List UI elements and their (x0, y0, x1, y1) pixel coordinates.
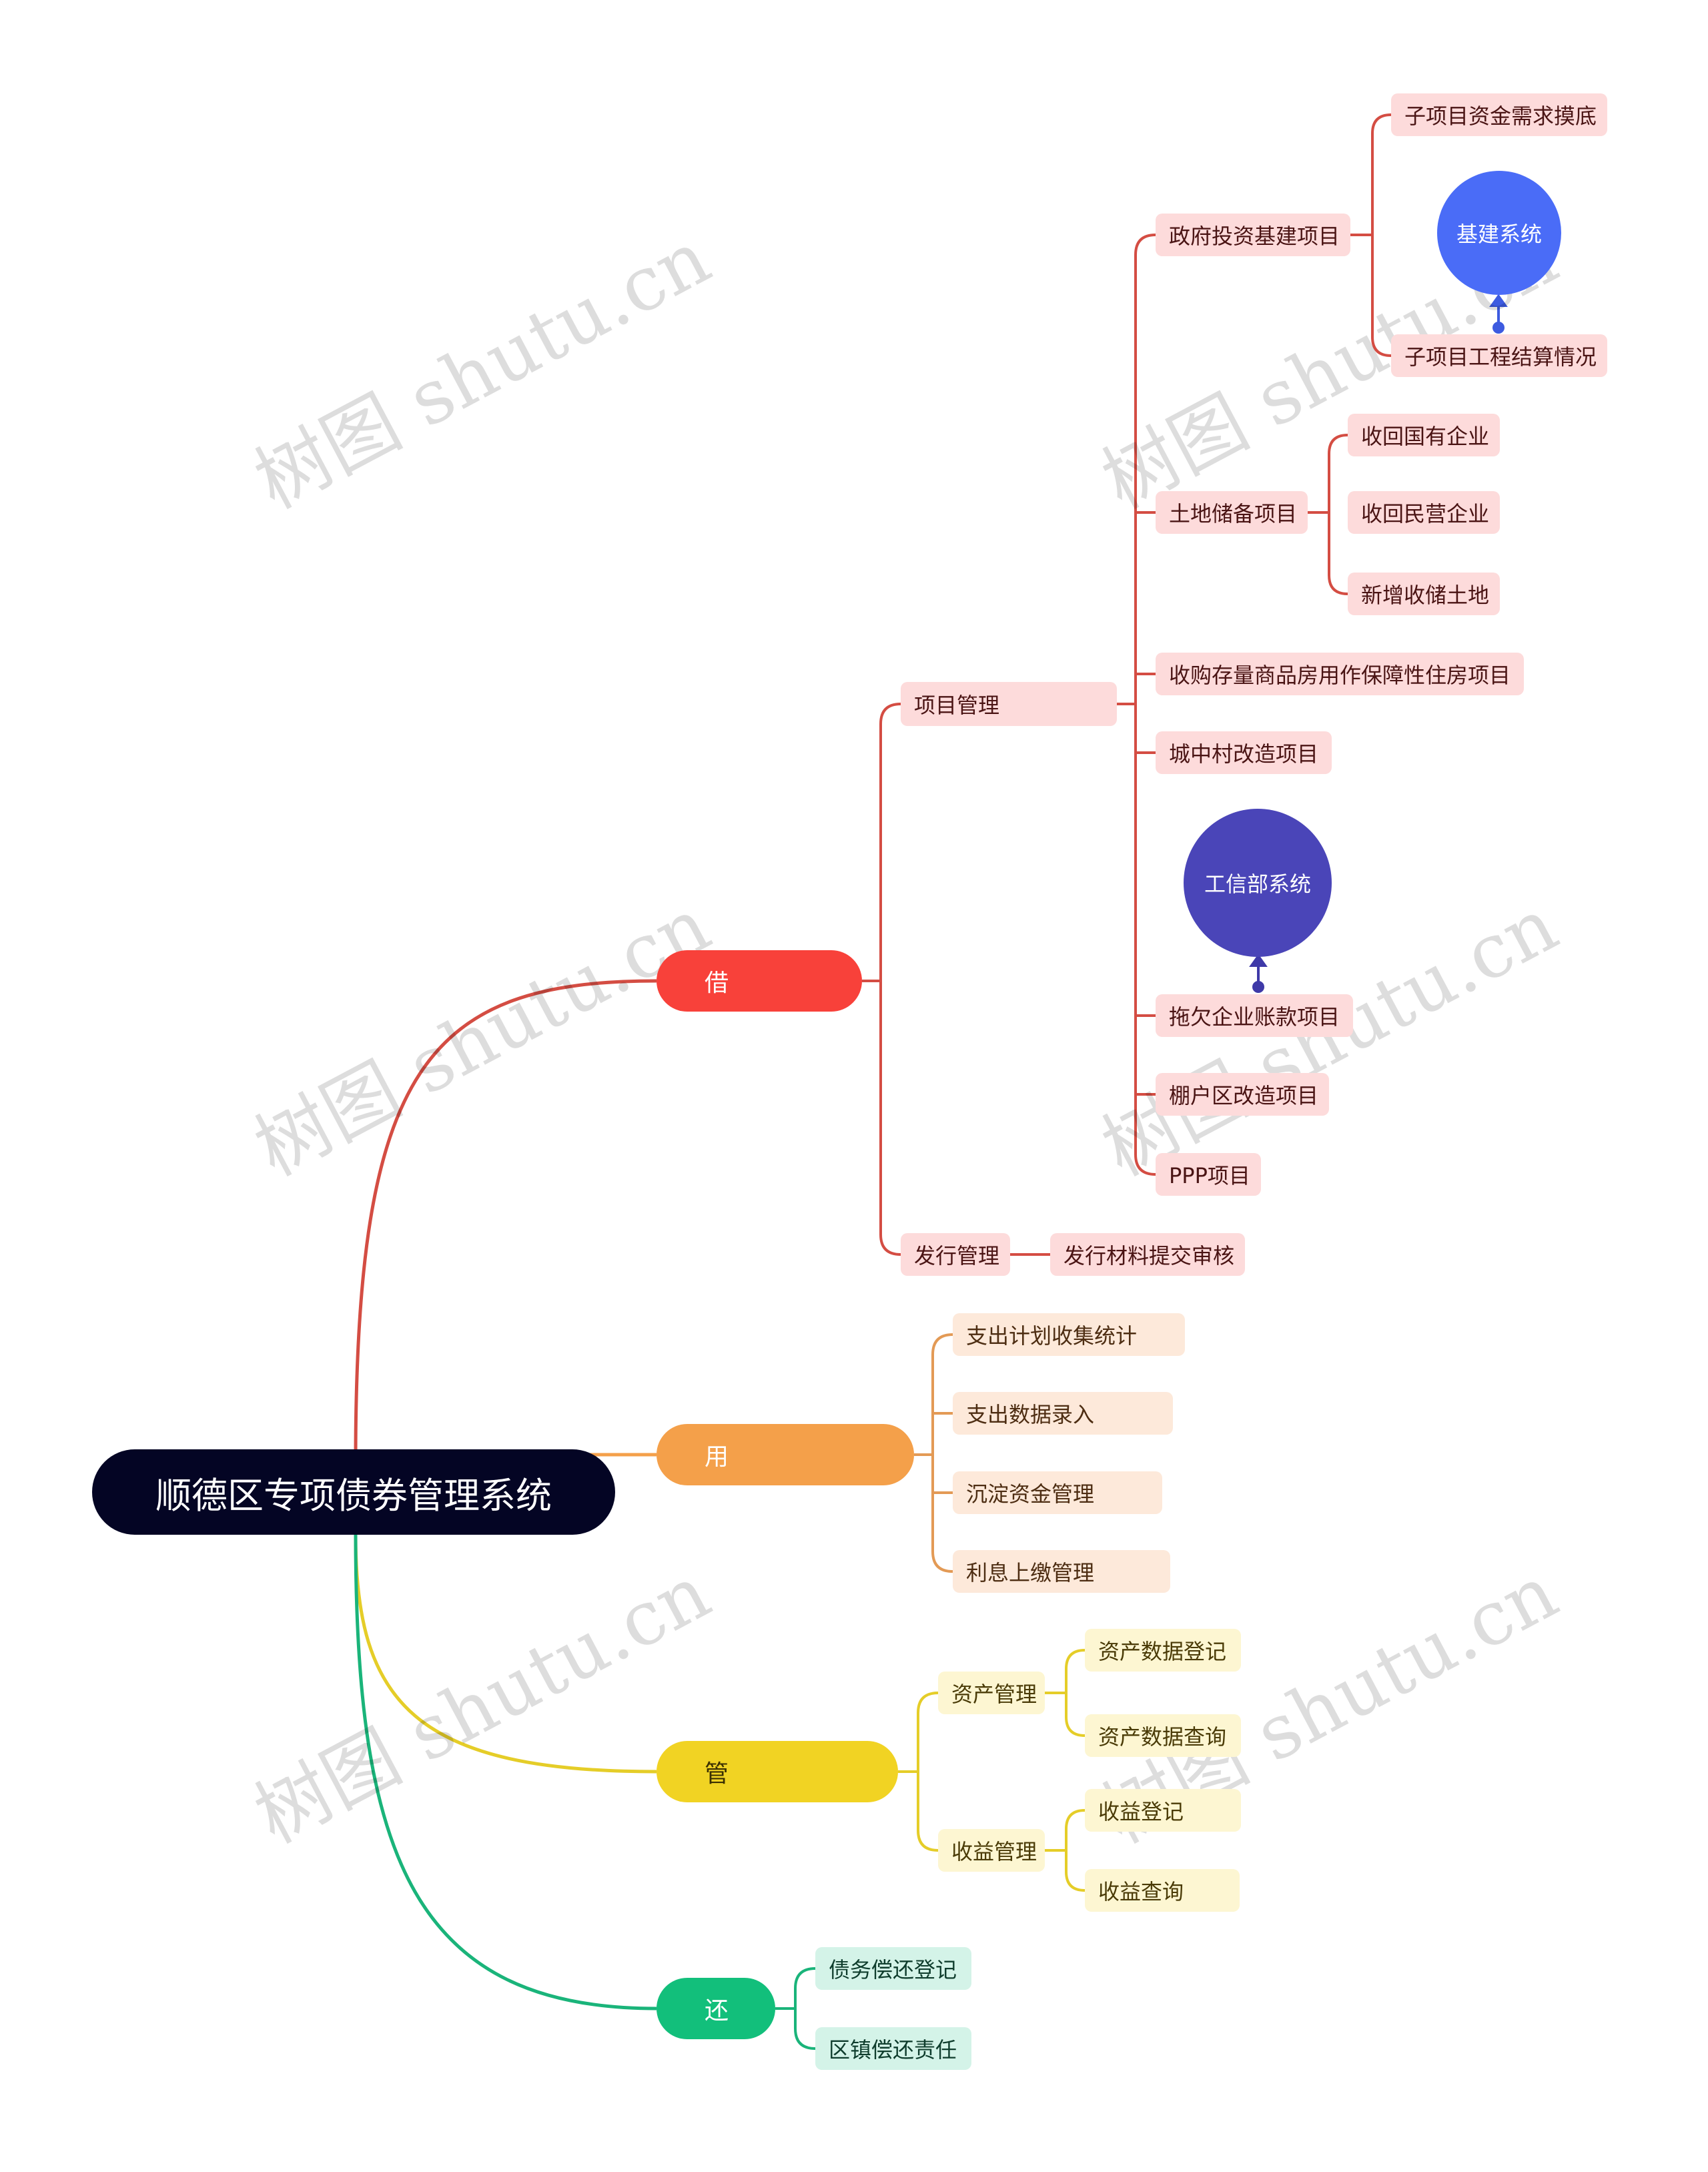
node-sub-settle[interactable]: 子项目工程结算情况 (1391, 334, 1607, 377)
branch-huan[interactable]: 还 (657, 1978, 775, 2039)
node-income-register[interactable]: 收益登记 (1085, 1789, 1241, 1832)
node-asset-register[interactable]: 资产数据登记 (1085, 1629, 1241, 1672)
node-debt-register[interactable]: 债务偿还登记 (815, 1947, 971, 1990)
node-asset-mgmt[interactable]: 资产管理 (938, 1672, 1045, 1714)
node-income-query[interactable]: 收益查询 (1085, 1869, 1240, 1912)
node-plan-stats[interactable]: 支出计划收集统计 (953, 1313, 1185, 1356)
node-interest[interactable]: 利息上缴管理 (953, 1550, 1170, 1593)
node-data-entry[interactable]: 支出数据录入 (953, 1392, 1173, 1435)
node-village[interactable]: 城中村改造项目 (1156, 731, 1332, 774)
node-district-duty[interactable]: 区镇偿还责任 (815, 2027, 971, 2070)
node-income-mgmt[interactable]: 收益管理 (938, 1829, 1045, 1872)
branch-jie[interactable]: 借 (657, 950, 862, 1012)
branch-guan[interactable]: 管 (657, 1741, 898, 1802)
miit-system-circle[interactable]: 工信部系统 (1184, 809, 1332, 957)
node-reclaim-state[interactable]: 收回国有企业 (1348, 414, 1500, 456)
jijian-system-circle[interactable]: 基建系统 (1437, 171, 1561, 295)
node-gov-invest[interactable]: 政府投资基建项目 (1156, 214, 1350, 256)
root-topic[interactable]: 顺德区专项债券管理系统 (92, 1449, 615, 1535)
node-issue-review[interactable]: 发行材料提交审核 (1050, 1233, 1245, 1276)
node-ppp[interactable]: PPP项目 (1156, 1153, 1261, 1196)
node-housing[interactable]: 收购存量商品房用作保障性住房项目 (1156, 653, 1524, 695)
node-new-land[interactable]: 新增收储土地 (1348, 573, 1500, 615)
branch-yong[interactable]: 用 (657, 1424, 914, 1485)
node-idle-funds[interactable]: 沉淀资金管理 (953, 1471, 1162, 1514)
node-sub-demand[interactable]: 子项目资金需求摸底 (1391, 93, 1607, 136)
node-project-mgmt[interactable]: 项目管理 (901, 682, 1117, 726)
node-asset-query[interactable]: 资产数据查询 (1085, 1714, 1241, 1757)
node-arrears[interactable]: 拖欠企业账款项目 (1156, 994, 1353, 1037)
node-issue-mgmt[interactable]: 发行管理 (901, 1233, 1010, 1276)
node-reclaim-private[interactable]: 收回民营企业 (1348, 491, 1500, 534)
node-shanty[interactable]: 棚户区改造项目 (1156, 1073, 1329, 1116)
node-land-reserve[interactable]: 土地储备项目 (1156, 491, 1308, 534)
